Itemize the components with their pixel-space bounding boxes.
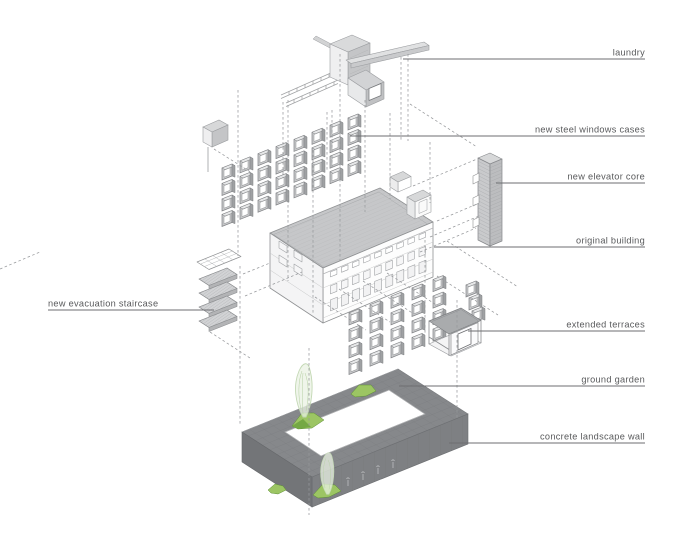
tree: [320, 452, 335, 495]
laundry-unit: [280, 34, 430, 108]
evacuation-staircase: [196, 248, 242, 332]
laundry-ne-bar: [345, 41, 430, 69]
roof-texture: [270, 188, 433, 268]
label-laundry: laundry: [613, 48, 645, 58]
label-elevator-core: new elevator core: [567, 172, 645, 182]
laundry-rails: [280, 71, 339, 107]
rooftop-structures: [389, 171, 432, 220]
stair-landing: [196, 248, 242, 270]
laundry-core-block: [329, 34, 371, 86]
label-steel-windows-cases: new steel windows cases: [535, 125, 645, 135]
stair-slabs: [198, 267, 238, 332]
pavilion-posts: [428, 320, 482, 356]
ground-garden: [241, 363, 469, 508]
building-end-face: [269, 232, 324, 324]
projection-lines: [0, 54, 519, 515]
small-roof-box: [202, 119, 229, 172]
garden-mound: [267, 483, 287, 495]
landscape-wall-side: [241, 431, 313, 508]
laundry-se-arm: [347, 69, 385, 108]
label-evacuation-staircase: new evacuation staircase: [48, 299, 158, 309]
pavilion-opening: [457, 327, 472, 351]
garden-mounds: [267, 384, 377, 499]
leader-lines: [48, 58, 645, 444]
paving-seams-b: [242, 369, 468, 477]
label-landscape-wall: concrete landscape wall: [540, 432, 645, 442]
garden-mound-shade: [292, 419, 311, 429]
elevator-core: [472, 152, 503, 247]
sketch-figures: [346, 459, 395, 486]
original-building: [269, 171, 434, 324]
labels: laundry new steel windows cases new elev…: [48, 48, 645, 442]
label-original-building: original building: [576, 236, 645, 246]
tree: [295, 363, 313, 418]
core-door-notches: [472, 172, 480, 229]
band-top-edge: [241, 368, 399, 433]
garden-mound: [350, 384, 377, 398]
label-extended-terraces: extended terraces: [566, 320, 645, 330]
label-ground-garden: ground garden: [581, 375, 645, 385]
wall-seams: [312, 414, 468, 507]
